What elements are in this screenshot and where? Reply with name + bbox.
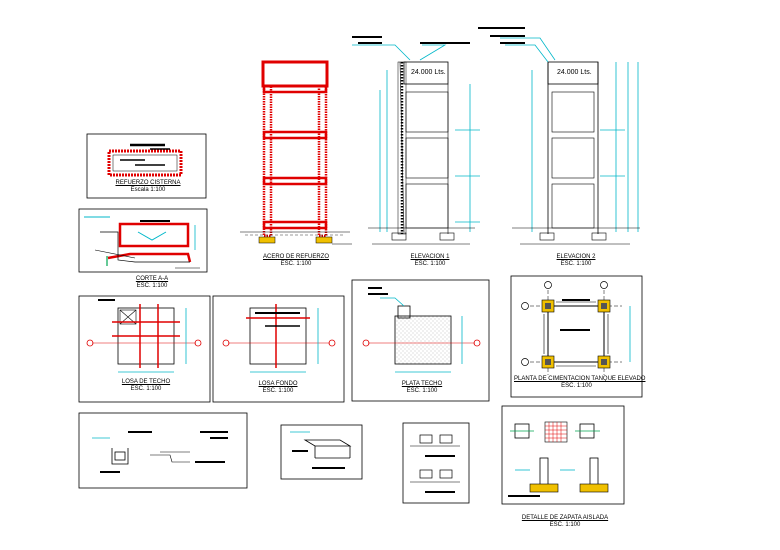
losa-fondo-title-text: LOSA FONDO [258,381,298,387]
planta-cimentacion-view [510,275,643,398]
elevacion-2-title-text: ELEVACION 2 [556,254,596,260]
elevacion-1-title: ELEVACION 1 ESC. 1:100 [398,254,462,268]
losa-techo-view [78,295,211,403]
detalle-zapata-scale: ESC. 1:100 [549,522,581,528]
elevacion-2-view [478,27,640,245]
acero-refuerzo-view [240,60,352,245]
elevacion-2-title: ELEVACION 2 ESC. 1:100 [544,254,608,268]
losa-techo-title: LOSA DE TECHO ESC. 1:100 [112,379,180,393]
detalle-anclaje-view [402,422,470,504]
refuerzo-cisterna-view [86,133,207,199]
elevacion-1-scale: ESC. 1:100 [414,261,446,267]
losa-fondo-view [212,295,345,403]
detalle-zapata-title-text: DETALLE DE ZAPATA AISLADA [521,515,609,521]
elevacion-2-scale: ESC. 1:100 [560,261,592,267]
detalle-viga-view [280,424,363,480]
losa-techo-title-text: LOSA DE TECHO [121,379,171,385]
corte-a-view [78,208,208,273]
acero-refuerzo-title: ACERO DE REFUERZO ESC. 1:100 [260,254,332,268]
planta-cimentacion-scale: ESC. 1:100 [561,383,592,389]
elevacion-1-tank-label: 24.000 Lts. [411,69,446,76]
corte-a-title-text: CORTE A-A [135,276,169,282]
elevacion-2-tank-label: 24.000 Lts. [557,69,592,76]
refuerzo-cisterna-title: REFUERZO CISTERNA Escala 1:100 [106,180,190,194]
losa-fondo-scale: ESC. 1:100 [262,388,294,394]
elevacion-1-view [352,36,480,245]
elevacion-1-title-text: ELEVACION 1 [410,254,450,260]
acero-refuerzo-scale: ESC. 1:100 [280,261,312,267]
losa-techo-scale: ESC. 1:100 [130,386,162,392]
refuerzo-cisterna-scale: Escala 1:100 [130,187,166,193]
corte-a-title: CORTE A-A ESC. 1:100 [120,276,184,290]
losa-fondo-title: LOSA FONDO ESC. 1:100 [246,381,310,395]
refuerzo-cisterna-title-text: REFUERZO CISTERNA [115,180,181,186]
planta-cimentacion-title: PLANTA DE CIMENTACION TANQUE ELEVADO ESC… [514,376,646,390]
plata-techo-scale: ESC. 1:100 [406,388,438,394]
detalle-zapata-view [501,405,625,505]
planta-cimentacion-title-text: PLANTA DE CIMENTACION TANQUE ELEVADO [514,376,646,382]
corte-a-scale: ESC. 1:100 [136,283,168,289]
detalle-zanja-view [78,412,248,489]
plata-techo-title: PLATA TECHO ESC. 1:100 [390,381,454,395]
acero-refuerzo-title-text: ACERO DE REFUERZO [262,254,329,260]
plata-techo-title-text: PLATA TECHO [401,381,443,387]
detalle-zapata-title: DETALLE DE ZAPATA AISLADA ESC. 1:100 [515,515,615,529]
plata-techo-view [351,279,490,402]
